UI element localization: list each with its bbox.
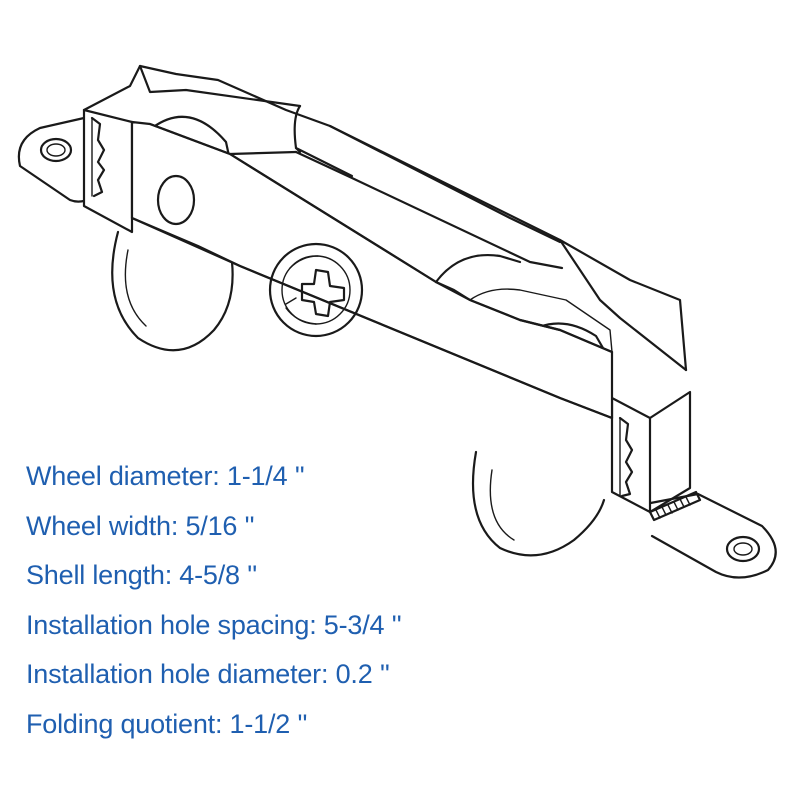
spec-hole-diameter: Installation hole diameter: 0.2 '' <box>26 659 390 689</box>
frame-top <box>82 64 688 372</box>
left-end-bracket <box>82 108 134 234</box>
spec-hole-spacing: Installation hole spacing: 5-3/4 '' <box>26 609 402 640</box>
side-plate <box>130 120 614 420</box>
spec-folding-quotient: Folding quotient: 1-1/2 '' <box>26 708 308 739</box>
specification-list: Wheel diameter: 1-1/4 '' Wheel width: 5/… <box>26 452 402 749</box>
spec-wheel-diameter: Wheel diameter: 1-1/4 '' <box>26 461 305 491</box>
spec-wheel-width: Wheel width: 5/16 '' <box>26 510 255 541</box>
right-mounting-tab <box>638 492 777 579</box>
right-end-bracket <box>610 390 692 514</box>
side-plate-hole <box>156 174 196 226</box>
left-mounting-tab <box>17 116 94 203</box>
adjustment-screw <box>648 490 702 522</box>
front-wheel <box>111 115 234 352</box>
spec-shell-length: Shell length: 4-5/8 '' <box>26 560 258 590</box>
axle-fastener <box>268 242 364 338</box>
